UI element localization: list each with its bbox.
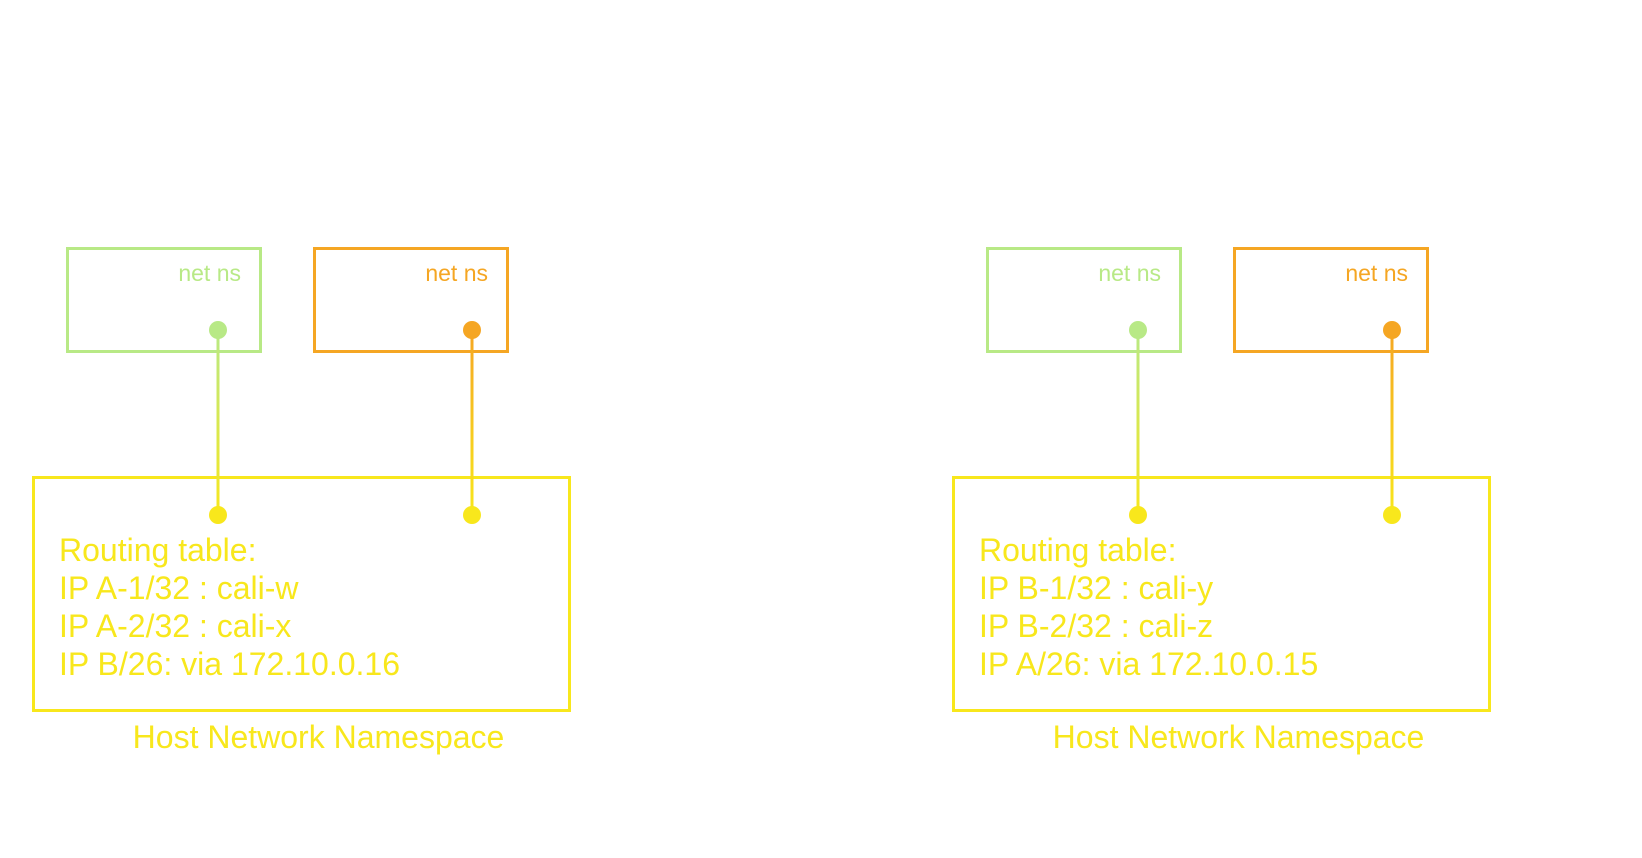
left-route-entry: IP A-2/32 : cali-x	[59, 608, 292, 644]
left-routing-title: Routing table:	[59, 532, 257, 568]
left-route-entry: IP B/26: via 172.10.0.16	[59, 646, 400, 682]
left-pod2-netns-label: net ns	[425, 260, 488, 286]
right-route-entry: IP B-2/32 : cali-z	[979, 608, 1214, 644]
right-pod1-netns-box: net ns	[986, 247, 1182, 353]
left-pod1-netns-box: net ns	[66, 247, 262, 353]
right-routing-table: Routing table: IP B-1/32 : cali-y IP B-2…	[979, 531, 1318, 683]
right-host-namespace-label: Host Network Namespace	[1052, 719, 1425, 755]
right-pod2-netns-label: net ns	[1345, 260, 1408, 286]
right-route-entry: IP B-1/32 : cali-y	[979, 570, 1214, 606]
right-pod2-netns-box: net ns	[1233, 247, 1429, 353]
right-pod1-netns-label: net ns	[1098, 260, 1161, 286]
left-pod1-netns-label: net ns	[178, 260, 241, 286]
right-route-entry: IP A/26: via 172.10.0.15	[979, 646, 1319, 682]
right-routing-title: Routing table:	[979, 532, 1177, 568]
left-host-namespace-box: Routing table: IP A-1/32 : cali-w IP A-2…	[32, 476, 571, 712]
left-route-entry: IP A-1/32 : cali-w	[59, 570, 299, 606]
right-host-namespace-box: Routing table: IP B-1/32 : cali-y IP B-2…	[952, 476, 1491, 712]
left-host-namespace-label: Host Network Namespace	[132, 719, 505, 755]
left-routing-table: Routing table: IP A-1/32 : cali-w IP A-2…	[59, 531, 400, 683]
left-pod2-netns-box: net ns	[313, 247, 509, 353]
